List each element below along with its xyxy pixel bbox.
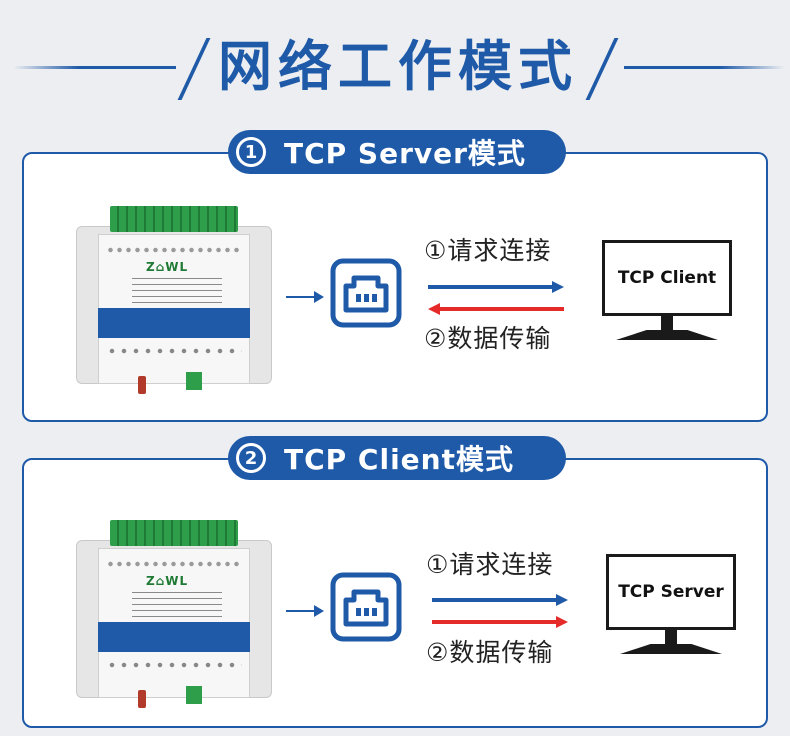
header-line-left	[14, 66, 176, 69]
ethernet-port-icon	[330, 572, 402, 642]
step-request-connection: ①请求连接	[426, 550, 554, 579]
device-logo: Z⌂WL	[146, 260, 189, 274]
step-data-transfer: ②数据传输	[424, 324, 552, 353]
remote-label: TCP Server	[618, 582, 724, 602]
arrow-data-icon	[432, 616, 568, 628]
step-data-transfer: ②数据传输	[426, 638, 554, 667]
monitor-icon: TCP Server	[606, 554, 736, 660]
arrow-right-icon	[286, 291, 324, 303]
mode-label: TCP Server模式	[284, 137, 526, 170]
io-module-device: Z⌂WL	[76, 206, 272, 396]
step-request-connection: ①请求连接	[424, 236, 552, 265]
monitor-icon: TCP Client	[602, 240, 732, 346]
remote-label: TCP Client	[617, 268, 717, 288]
arrow-data-icon	[428, 303, 564, 315]
mode-pill-client: 2 TCP Client模式	[228, 436, 566, 480]
arrow-request-icon	[432, 594, 568, 606]
device-logo: Z⌂WL	[146, 574, 189, 588]
page-header: 网络工作模式	[0, 0, 790, 130]
ethernet-port-icon	[330, 258, 402, 328]
mode-pill-server: 1 TCP Server模式	[228, 130, 566, 174]
io-module-device: Z⌂WL	[76, 520, 272, 710]
mode-number: 2	[236, 443, 266, 473]
page-title: 网络工作模式	[218, 35, 578, 98]
header-line-right	[624, 66, 784, 69]
mode-label: TCP Client模式	[284, 443, 514, 476]
arrow-right-icon	[286, 605, 324, 617]
header-slash-right	[585, 38, 619, 100]
mode-number: 1	[236, 137, 266, 167]
arrow-request-icon	[428, 281, 564, 293]
